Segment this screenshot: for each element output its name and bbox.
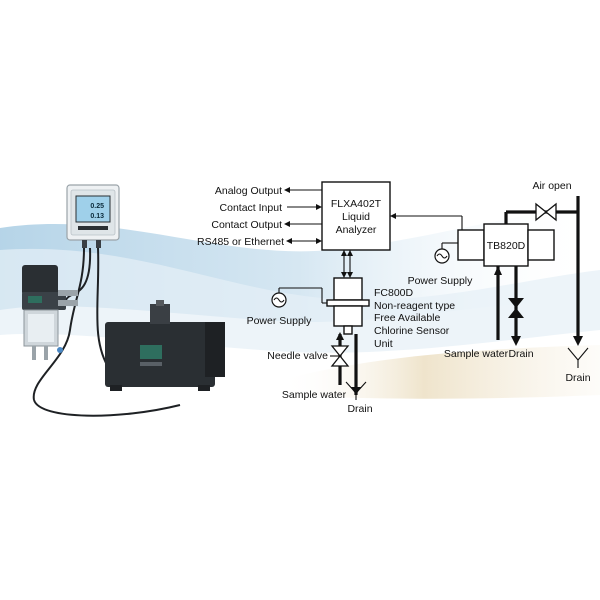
drain-far-right [567, 347, 589, 368]
label-analog-output: Analog Output [215, 185, 282, 197]
device-cables [32, 247, 181, 417]
sample-water-right-label: Sample water [444, 348, 509, 360]
fc800d-desc-line3: Chlorine Sensor [374, 325, 450, 337]
power-supply-right [434, 242, 458, 264]
sensor-unit-device [22, 265, 78, 360]
air-open-label: Air open [532, 180, 571, 192]
needle-valve-label: Needle valve [267, 350, 328, 362]
analyzer-name-line2: Liquid [342, 211, 370, 223]
power-supply-right-label: Power Supply [408, 275, 474, 287]
label-rs485: RS485 or Ethernet [197, 236, 284, 248]
tb820d-model: TB820D [487, 240, 526, 252]
tb820d-unit: TB820D [457, 223, 555, 267]
sample-water-left-label: Sample water [282, 389, 347, 401]
drain-center-label: Drain [347, 403, 372, 415]
analyzer-box: FLXA402T Liquid Analyzer [321, 181, 391, 251]
fc800d-model: FC800D [374, 287, 414, 299]
fc800d-labels: FC800D Non-reagent type Free Available C… [374, 287, 455, 350]
display-value-2: 0.13 [90, 213, 104, 220]
power-supply-left-label: Power Supply [247, 315, 313, 327]
drain-right-inline-label: Drain [508, 348, 533, 360]
needle-valve [330, 332, 350, 385]
analyzer-name-line3: Analyzer [336, 224, 377, 236]
fc800d-desc-line2: Free Available [374, 312, 441, 324]
fc800d-desc-line4: Unit [374, 338, 393, 350]
drain-far-right-label: Drain [565, 372, 590, 384]
signal-lines [284, 187, 322, 244]
analyzer-device: 0.25 0.13 [66, 184, 120, 248]
fc800d-desc-line1: Non-reagent type [374, 300, 455, 312]
label-contact-output: Contact Output [211, 219, 282, 231]
analyzer-name-line1: FLXA402T [331, 198, 382, 210]
tb820d-piping [494, 196, 583, 346]
label-contact-input: Contact Input [220, 202, 283, 214]
turbidity-device [105, 300, 225, 391]
power-supply-left [271, 287, 327, 308]
analyzer-fc800d-link [341, 250, 353, 278]
display-value-1: 0.25 [90, 203, 104, 210]
fc800d-sensor [326, 277, 370, 335]
drain-center [345, 334, 367, 400]
